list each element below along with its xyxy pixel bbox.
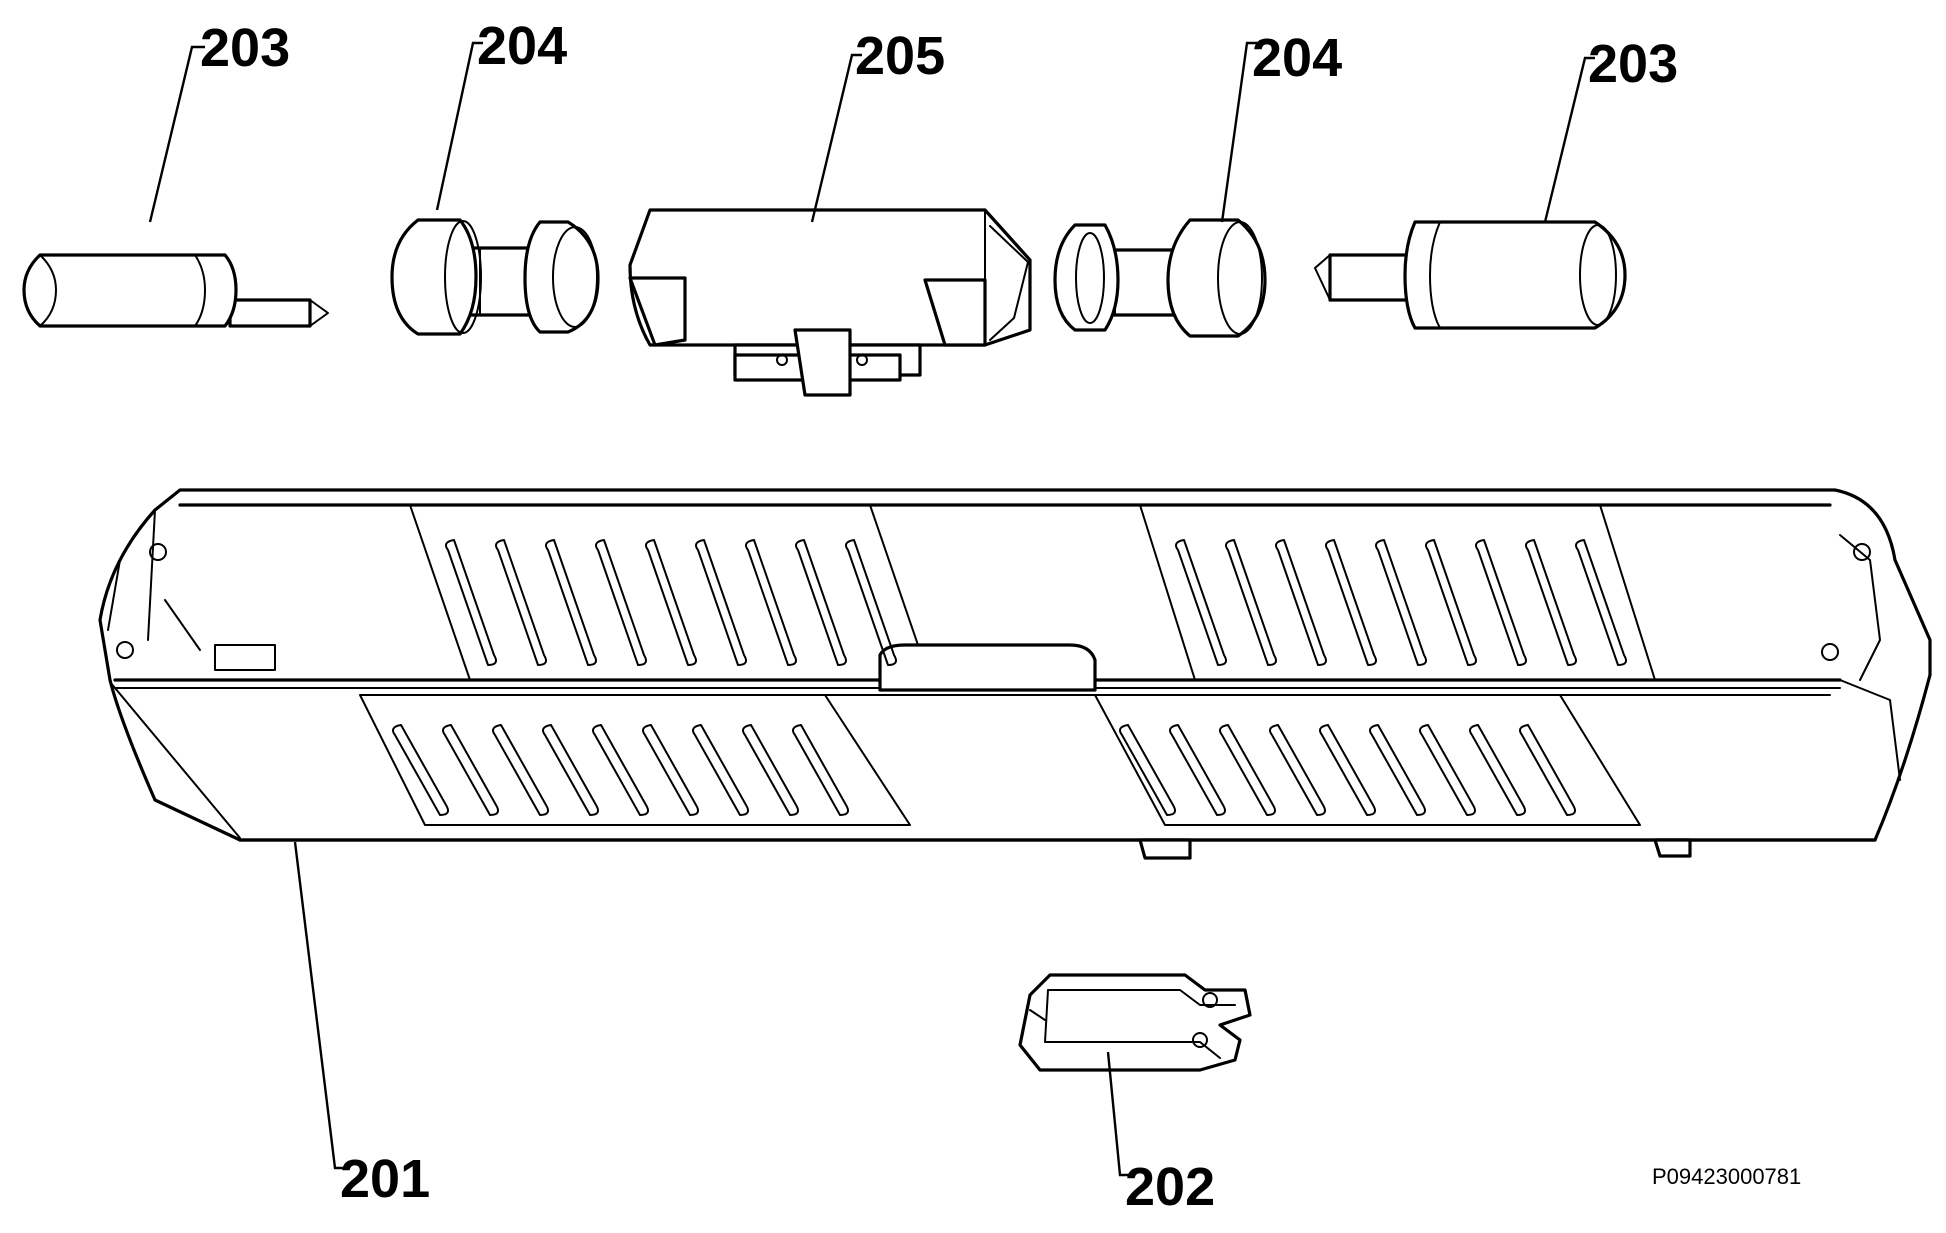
vent-slot — [442, 724, 499, 816]
vent-slot — [1419, 724, 1476, 816]
part-204-right-bushing — [1053, 218, 1267, 338]
callout-202: 202 — [1125, 1157, 1215, 1217]
vent-slot — [1575, 539, 1627, 666]
part-204-left-bushing — [390, 218, 600, 336]
vent-slot — [1319, 724, 1376, 816]
vent-slot — [792, 724, 849, 816]
vent-slot — [1469, 724, 1526, 816]
vent-slot — [392, 724, 449, 816]
vent-slot — [1269, 724, 1326, 816]
vent-slot — [542, 724, 599, 816]
vent-slot — [1325, 539, 1377, 666]
vent-slot — [495, 539, 547, 666]
vent-slot — [1219, 724, 1276, 816]
vent-slot — [745, 539, 797, 666]
vent-slot — [1525, 539, 1577, 666]
vent-slot — [845, 539, 897, 666]
part-202-clip — [1018, 973, 1252, 1072]
vent-slot — [1425, 539, 1477, 666]
callout-204-left: 204 — [477, 16, 567, 76]
housing-upper-vent-slots — [445, 539, 1627, 666]
housing-lower-vent-slots — [392, 724, 1576, 816]
vent-slot — [1369, 724, 1426, 816]
vent-slot — [545, 539, 597, 666]
vent-slot — [1225, 539, 1277, 666]
callout-204-right: 204 — [1252, 28, 1342, 88]
vent-slot — [1119, 724, 1176, 816]
leader-lines — [148, 41, 1595, 1177]
vent-slot — [445, 539, 497, 666]
callout-201: 201 — [340, 1149, 430, 1209]
vent-slot — [1475, 539, 1527, 666]
callout-205: 205 — [855, 26, 945, 86]
vent-slot — [592, 724, 649, 816]
vent-slot — [642, 724, 699, 816]
vent-slot — [1275, 539, 1327, 666]
part-203-right-pin — [1314, 220, 1627, 330]
callout-203-right: 203 — [1588, 34, 1678, 94]
vent-slot — [795, 539, 847, 666]
vent-slot — [1375, 539, 1427, 666]
callout-203-left: 203 — [200, 18, 290, 78]
document-id: P09423000781 — [1652, 1164, 1801, 1189]
vent-slot — [1169, 724, 1226, 816]
vent-slot — [492, 724, 549, 816]
vent-slot — [1175, 539, 1227, 666]
part-201-housing — [98, 488, 1932, 860]
callout-labels: 203 204 205 204 203 201 202 P09423000781 — [200, 16, 1801, 1217]
vent-slot — [695, 539, 747, 666]
vent-slot — [595, 539, 647, 666]
vent-slot — [1519, 724, 1576, 816]
vent-slot — [692, 724, 749, 816]
vent-slot — [645, 539, 697, 666]
part-205-connector — [628, 208, 1032, 397]
part-203-left-pin — [22, 253, 329, 328]
vent-slot — [742, 724, 799, 816]
